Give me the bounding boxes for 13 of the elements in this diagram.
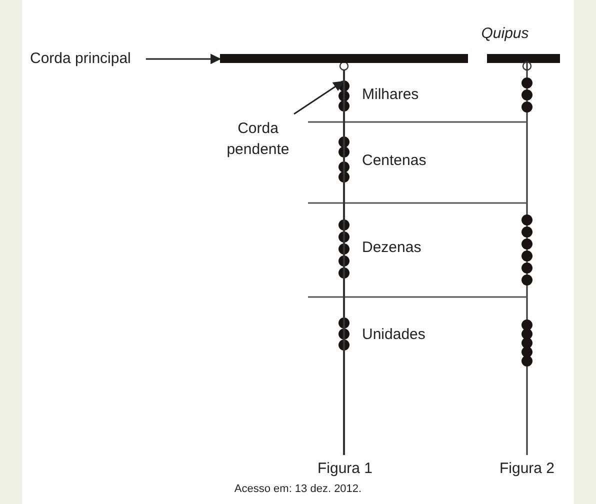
figure-label: Figura 1 [317,460,373,478]
callout-text: Corda principal [30,50,131,68]
figure-label: Figura 2 [499,460,555,478]
place-value-label: Dezenas [362,239,422,257]
arrow [294,80,344,115]
place-value-label: Centenas [362,152,426,170]
place-value-label: Milhares [362,86,419,104]
main-cord [220,54,468,63]
arrow [146,54,222,64]
source-note: Acesso em: 13 dez. 2012. [234,483,362,495]
place-value-label: Unidades [362,326,426,344]
callout-text: Corda pendente [218,118,298,160]
title-text: Quipus [481,25,529,43]
